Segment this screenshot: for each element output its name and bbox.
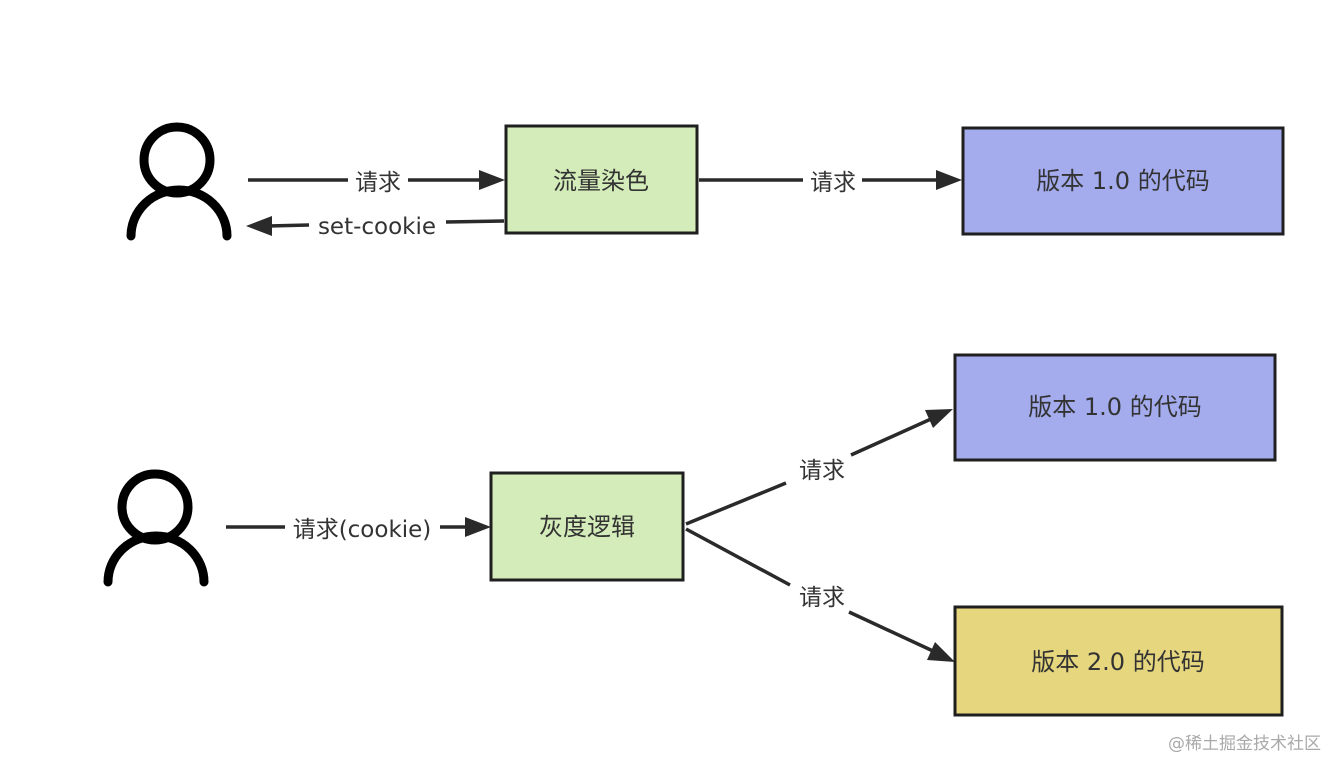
top-user-icon: [126, 122, 232, 241]
bottom-user-icon: [103, 469, 209, 587]
top-set-cookie-edge: set-cookie: [246, 214, 505, 240]
bottom-lower-edge: 请求: [685, 527, 955, 662]
arrowhead: [465, 517, 491, 537]
stain-box: 流量染色: [504, 124, 699, 235]
person-icon: [126, 122, 232, 241]
gray-logic-box: 灰度逻辑: [489, 471, 685, 582]
bottom-upper-label: 请求: [799, 458, 845, 484]
bottom-request-edge: 请求(cookie): [226, 517, 491, 543]
arrowhead: [246, 216, 272, 236]
version2-label: 版本 2.0 的代码: [1031, 648, 1204, 676]
watermark: @稀土掘金技术社区: [1168, 734, 1321, 754]
top-version1-rect: [961, 126, 1285, 236]
gray-logic-rect: [489, 471, 685, 582]
gray-logic-label: 灰度逻辑: [539, 513, 635, 541]
top-version1-label: 版本 1.0 的代码: [1036, 167, 1209, 195]
top-request-label: 请求: [355, 170, 401, 196]
top-request-edge: 请求: [248, 170, 505, 196]
arrowhead: [925, 409, 953, 428]
version2-box: 版本 2.0 的代码: [953, 605, 1284, 717]
version2-rect: [953, 605, 1284, 717]
arrowhead: [479, 170, 505, 190]
top-forward-edge: 请求: [699, 170, 962, 196]
bottom-request-label: 请求(cookie): [293, 517, 432, 543]
top-forward-label: 请求: [810, 170, 856, 196]
bottom-lower-label: 请求: [799, 585, 845, 611]
top-set-cookie-label: set-cookie: [318, 214, 436, 240]
arrowhead: [927, 642, 955, 662]
bottom-upper-edge: 请求: [685, 409, 953, 526]
top-version1-box: 版本 1.0 的代码: [961, 126, 1285, 236]
stain-box-label: 流量染色: [553, 167, 649, 195]
bottom-version1-rect: [953, 353, 1277, 462]
bottom-version1-box: 版本 1.0 的代码: [953, 353, 1277, 462]
bottom-version1-label: 版本 1.0 的代码: [1028, 393, 1201, 421]
arrowhead: [936, 170, 962, 190]
person-icon: [103, 469, 209, 587]
stain-box-rect: [504, 124, 699, 235]
